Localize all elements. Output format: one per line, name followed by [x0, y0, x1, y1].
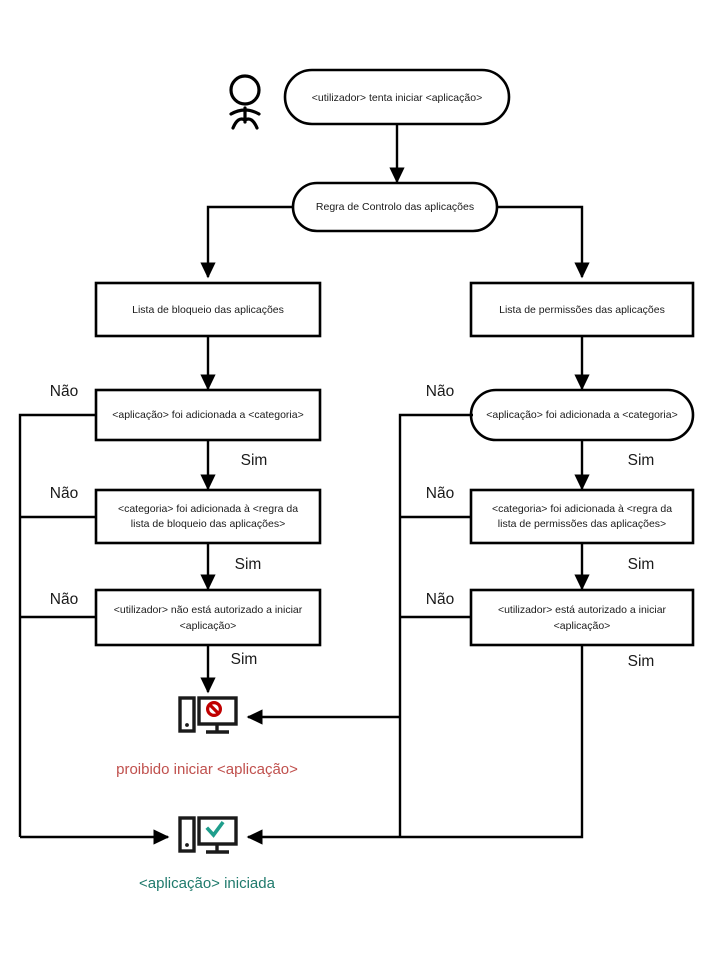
node-right-app-category-label: <aplicação> foi adicionada a <categoria>	[486, 409, 677, 421]
monitor-blocked-icon	[178, 696, 238, 734]
denied-result-label: proibido iniciar <aplicação>	[116, 761, 298, 778]
node-right-category-rule-line2: lista de permissões das aplicações>	[498, 518, 666, 530]
monitor-check-icon	[178, 816, 238, 854]
node-right-category-rule: <categoria> foi adicionada à <regra da l…	[469, 488, 695, 545]
label-left-yes-2: Sim	[235, 556, 262, 573]
node-left-category-rule-line1: <categoria> foi adicionada à <regra da	[118, 503, 298, 515]
actor-utilizador-icon	[229, 74, 261, 130]
edge-right-no-1	[398, 413, 473, 837]
node-left-list-label: Lista de bloqueio das aplicações	[132, 304, 284, 316]
node-start-label: <utilizador> tenta iniciar <aplicação>	[312, 92, 482, 104]
node-left-category-rule: <categoria> foi adicionada à <regra da l…	[94, 488, 322, 545]
node-left-category-rule-line2: lista de bloqueio das aplicações>	[131, 518, 285, 530]
edge-left-no-1	[18, 413, 96, 837]
node-right-user-auth-line2: <aplicação>	[554, 620, 611, 632]
edge-right-user-auth-yes-to-allowed	[246, 645, 584, 845]
node-right-list: Lista de permissões das aplicações	[469, 281, 695, 338]
node-left-app-category-label: <aplicação> foi adicionada a <categoria>	[112, 409, 303, 421]
label-right-yes-1: Sim	[628, 452, 655, 469]
label-right-yes-2: Sim	[628, 556, 655, 573]
node-start: <utilizador> tenta iniciar <aplicação>	[283, 68, 511, 126]
allowed-result-label: <aplicação> iniciada	[139, 875, 276, 892]
label-right-no-3: Não	[426, 591, 454, 608]
node-left-app-category: <aplicação> foi adicionada a <categoria>	[94, 388, 322, 442]
node-right-list-label: Lista de permissões das aplicações	[499, 304, 665, 316]
node-rule: Regra de Controlo das aplicações	[291, 181, 499, 233]
edge-rule-to-right-list	[497, 205, 590, 279]
node-left-user-auth: <utilizador> não está autorizado a inici…	[94, 588, 322, 647]
node-right-user-auth: <utilizador> está autorizado a iniciar <…	[469, 588, 695, 647]
label-left-no-1: Não	[50, 383, 78, 400]
edge-rule-to-left-list	[200, 205, 293, 279]
node-left-list: Lista de bloqueio das aplicações	[94, 281, 322, 338]
label-right-yes-3: Sim	[628, 653, 655, 670]
label-left-no-3: Não	[50, 591, 78, 608]
label-left-yes-1: Sim	[241, 452, 268, 469]
label-left-yes-3: Sim	[231, 651, 258, 668]
node-right-app-category: <aplicação> foi adicionada a <categoria>	[469, 388, 695, 442]
node-right-category-rule-line1: <categoria> foi adicionada à <regra da	[492, 503, 672, 515]
node-rule-label: Regra de Controlo das aplicações	[316, 201, 474, 213]
node-left-user-auth-line1: <utilizador> não está autorizado a inici…	[114, 604, 303, 616]
label-right-no-2: Não	[426, 485, 454, 502]
label-right-no-1: Não	[426, 383, 454, 400]
node-left-user-auth-line2: <aplicação>	[180, 620, 237, 632]
label-left-no-2: Não	[50, 485, 78, 502]
node-right-user-auth-line1: <utilizador> está autorizado a iniciar	[498, 604, 667, 616]
